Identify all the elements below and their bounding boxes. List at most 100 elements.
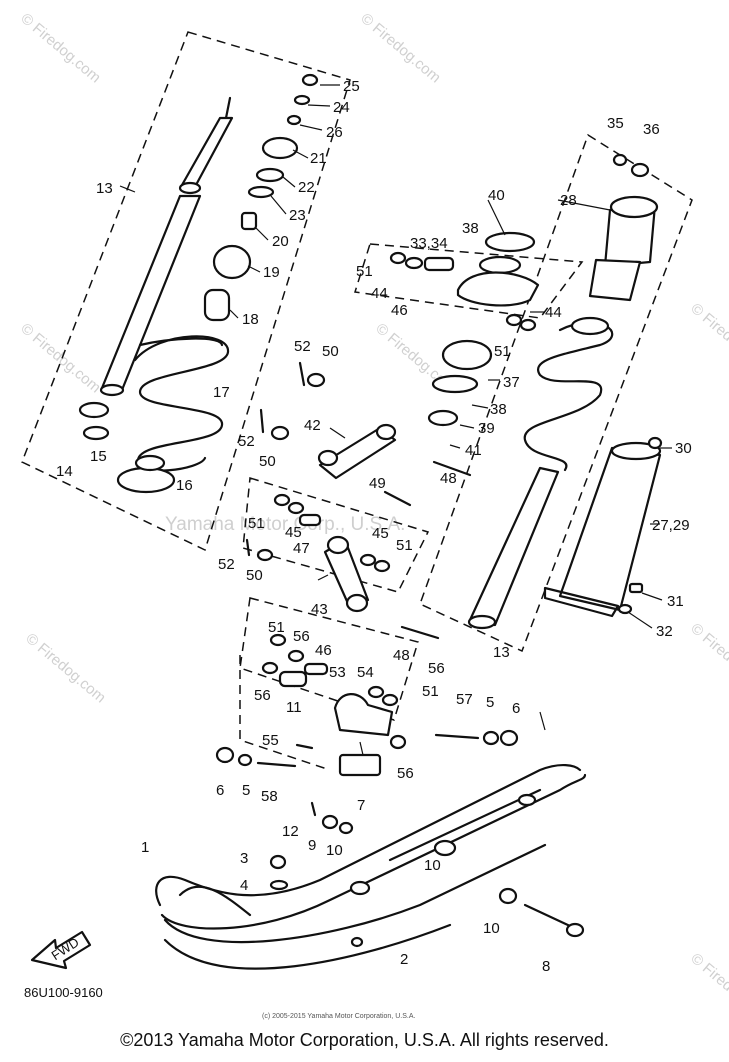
callout-8: 8 xyxy=(542,958,550,975)
callout-51: 51 xyxy=(268,619,285,636)
callout-1: 1 xyxy=(141,839,149,856)
left-shock-assembly xyxy=(78,73,319,494)
callout-31: 31 xyxy=(667,593,684,610)
callout-10: 10 xyxy=(326,842,343,859)
callout-26: 26 xyxy=(326,124,343,141)
callout-6: 6 xyxy=(512,700,520,717)
callout-18: 18 xyxy=(242,311,259,328)
callout-51: 51 xyxy=(396,537,413,554)
callout-13: 13 xyxy=(96,180,113,197)
callout-51: 51 xyxy=(422,683,439,700)
callout-45: 45 xyxy=(372,525,389,542)
callout-56: 56 xyxy=(428,660,445,677)
callout-58: 58 xyxy=(261,788,278,805)
callout-57: 57 xyxy=(456,691,473,708)
callout-11: 11 xyxy=(286,699,302,716)
callout-37: 37 xyxy=(503,374,520,391)
callout-46: 46 xyxy=(391,302,408,319)
callout-15: 15 xyxy=(90,448,107,465)
callout-5: 5 xyxy=(242,782,250,799)
ski-mount xyxy=(215,633,519,777)
watermark-firedog: © Firedog.com xyxy=(17,320,103,396)
watermark-firedog: © Firedog.com xyxy=(687,300,729,376)
callout-28: 28 xyxy=(560,192,577,209)
right-shock-assembly xyxy=(467,153,663,630)
callout-7: 7 xyxy=(357,797,365,814)
linkage-upper xyxy=(389,231,540,427)
watermark-firedog: © Firedog.com xyxy=(357,10,443,86)
callout-17: 17 xyxy=(213,384,230,401)
callout-14: 14 xyxy=(56,463,73,480)
callout-52: 52 xyxy=(218,556,235,573)
callout-4: 4 xyxy=(240,877,248,894)
watermark-firedog: © Firedog.com xyxy=(687,620,729,696)
callout-45: 45 xyxy=(285,524,302,541)
callout-13: 13 xyxy=(493,644,510,661)
callout-36: 36 xyxy=(643,121,660,138)
callout-41: 41 xyxy=(465,442,482,459)
watermark-firedog: © Firedog.com xyxy=(17,10,103,86)
callout-33-34: 33,34 xyxy=(410,235,448,252)
callouts: 13 13 14 15 16 17 18 19 20 21 22 23 24 2… xyxy=(56,78,692,975)
callout-47: 47 xyxy=(293,540,310,557)
callout-3: 3 xyxy=(240,850,248,867)
callout-55: 55 xyxy=(262,732,279,749)
callout-56: 56 xyxy=(293,628,310,645)
callout-16: 16 xyxy=(176,477,193,494)
dashed-frames xyxy=(21,31,693,771)
watermark-firedog: © Firedog.com xyxy=(687,950,729,1026)
callout-10: 10 xyxy=(424,857,441,874)
callout-38: 38 xyxy=(462,220,479,237)
callout-12: 12 xyxy=(282,823,299,840)
watermark-center: Yamaha Motor Corp., U.S.A. xyxy=(165,514,405,535)
callout-35: 35 xyxy=(607,115,624,132)
callout-56: 56 xyxy=(397,765,414,782)
callout-24: 24 xyxy=(333,99,350,116)
callout-2: 2 xyxy=(400,951,408,968)
callout-53: 53 xyxy=(329,664,346,681)
callout-23: 23 xyxy=(289,207,306,224)
callout-19: 19 xyxy=(263,264,280,281)
callout-9: 9 xyxy=(308,837,316,854)
callout-39: 39 xyxy=(478,420,495,437)
ski xyxy=(155,764,587,970)
callout-20: 20 xyxy=(272,233,289,250)
callout-21: 21 xyxy=(310,150,327,167)
callout-52: 52 xyxy=(294,338,311,355)
callout-43: 43 xyxy=(311,601,328,618)
callout-30: 30 xyxy=(675,440,692,457)
callout-32: 32 xyxy=(656,623,673,640)
callout-51: 51 xyxy=(356,263,373,280)
callout-50: 50 xyxy=(246,567,263,584)
watermark-firedog: © Firedog.com xyxy=(22,630,108,706)
small-copyright: (c) 2005-2015 Yamaha Motor Corporation, … xyxy=(262,1013,415,1020)
callout-49: 49 xyxy=(369,475,386,492)
callout-50: 50 xyxy=(322,343,339,360)
callout-22: 22 xyxy=(298,179,315,196)
callout-42: 42 xyxy=(304,417,321,434)
callout-46: 46 xyxy=(315,642,332,659)
callout-54: 54 xyxy=(357,664,374,681)
callout-50: 50 xyxy=(259,453,276,470)
callout-52: 52 xyxy=(238,433,255,450)
callout-56: 56 xyxy=(254,687,271,704)
callout-44: 44 xyxy=(545,304,562,321)
callout-38: 38 xyxy=(490,401,507,418)
callout-51: 51 xyxy=(494,343,511,360)
callout-51: 51 xyxy=(248,515,265,532)
diagram-code: 86U100-9160 xyxy=(24,985,103,1000)
callout-48: 48 xyxy=(393,647,410,664)
leader-lines xyxy=(119,84,672,756)
callout-6: 6 xyxy=(216,782,224,799)
callout-5: 5 xyxy=(486,694,494,711)
fwd-arrow: FWD xyxy=(30,930,92,970)
links xyxy=(245,361,472,640)
copyright-notice: ©2013 Yamaha Motor Corporation, U.S.A. A… xyxy=(120,1030,609,1050)
callout-48: 48 xyxy=(440,470,457,487)
callout-44: 44 xyxy=(371,285,388,302)
callout-27-29: 27,29 xyxy=(652,517,690,534)
callout-25: 25 xyxy=(343,78,360,95)
callout-40: 40 xyxy=(488,187,505,204)
callout-10: 10 xyxy=(483,920,500,937)
